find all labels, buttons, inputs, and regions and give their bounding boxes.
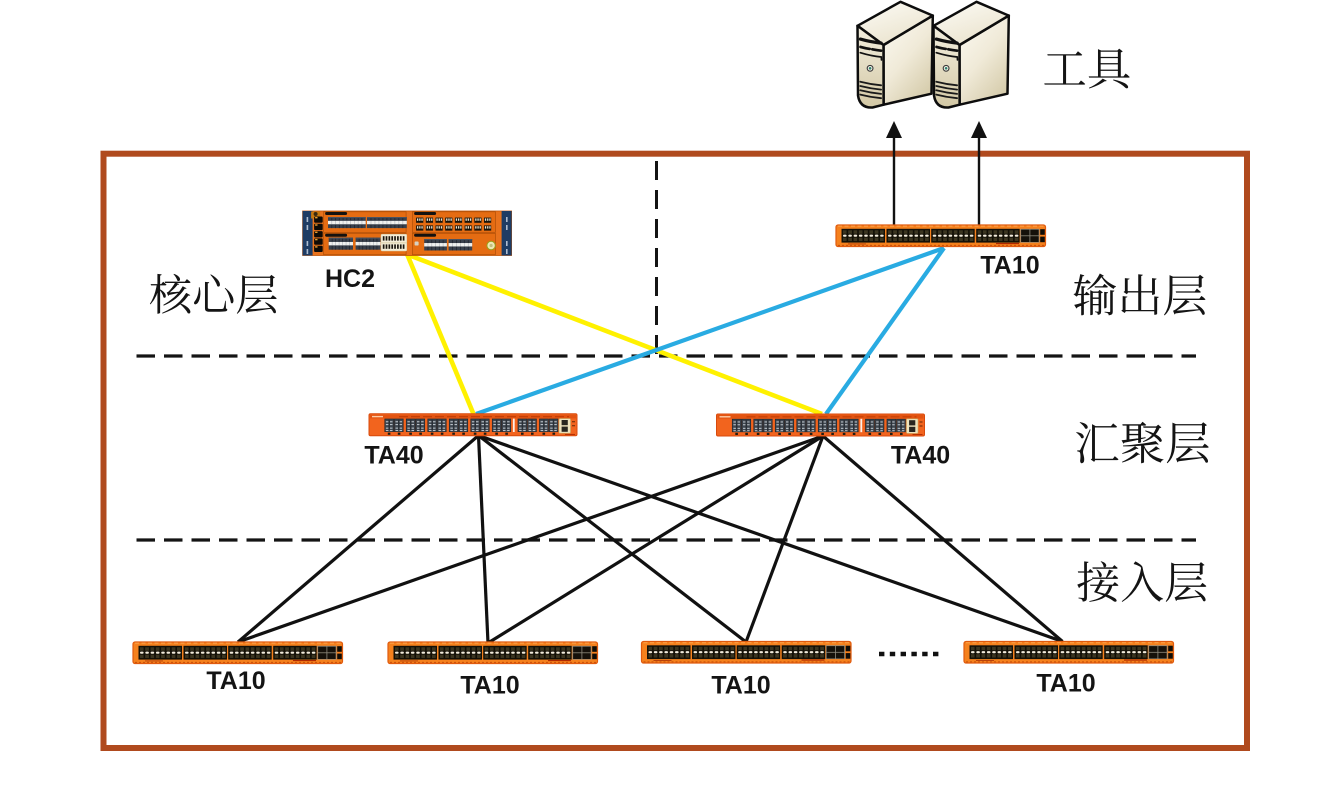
svg-text:HC2: HC2 xyxy=(325,265,375,293)
svg-text:TA10: TA10 xyxy=(206,667,265,695)
svg-text:TA10: TA10 xyxy=(711,672,770,700)
svg-text:TA10: TA10 xyxy=(460,672,519,700)
svg-text:TA40: TA40 xyxy=(364,442,423,470)
svg-text:TA10: TA10 xyxy=(1036,670,1095,698)
svg-text:TA10: TA10 xyxy=(980,252,1039,280)
svg-text:TA40: TA40 xyxy=(891,442,950,470)
